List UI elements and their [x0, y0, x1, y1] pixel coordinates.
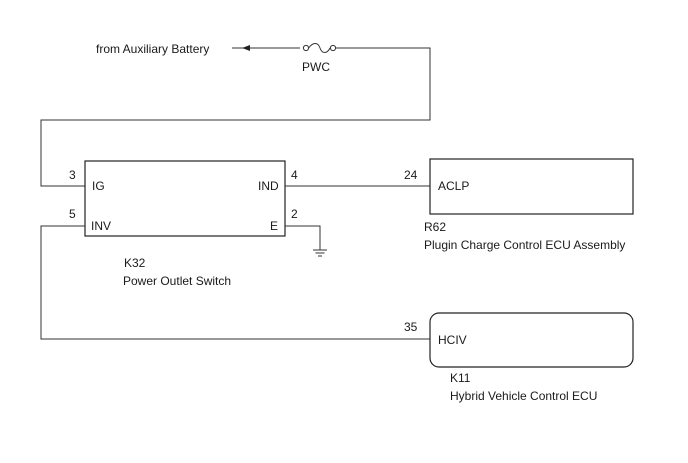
hciv-pin-label: HCIV [438, 333, 467, 347]
fuse-icon [302, 43, 337, 53]
ig-wire [40, 47, 431, 187]
aclp-pin-number: 24 [404, 168, 418, 182]
hybrid-ecu-name: Hybrid Vehicle Control ECU [450, 389, 597, 403]
pin-inv-label: INV [91, 219, 111, 233]
charge-ecu-name: Plugin Charge Control ECU Assembly [424, 238, 625, 252]
switch-name: Power Outlet Switch [123, 274, 231, 288]
switch-id: K32 [124, 256, 146, 270]
power-outlet-switch-box [84, 160, 286, 237]
pin-inv-number: 5 [69, 207, 76, 221]
pin-ig-label: IG [92, 179, 105, 193]
fuse-label: PWC [302, 60, 330, 74]
charge-ecu-id: R62 [424, 220, 446, 234]
ground-icon [313, 249, 327, 257]
charge-ecu-box [429, 158, 634, 215]
pin-ind-label: IND [258, 179, 279, 193]
pin-ig-number: 3 [69, 168, 76, 182]
pin-ind-number: 4 [291, 168, 298, 182]
ground-wire [285, 225, 321, 250]
arrow-icon [242, 45, 250, 51]
hciv-pin-number: 35 [404, 320, 418, 334]
hybrid-ecu-id: K11 [450, 371, 471, 385]
pin-e-label: E [270, 219, 278, 233]
pin-e-number: 2 [291, 207, 298, 221]
aclp-pin-label: ACLP [438, 179, 469, 193]
inv-wire [40, 225, 430, 340]
hybrid-ecu-box [429, 312, 634, 368]
source-label: from Auxiliary Battery [96, 42, 209, 56]
